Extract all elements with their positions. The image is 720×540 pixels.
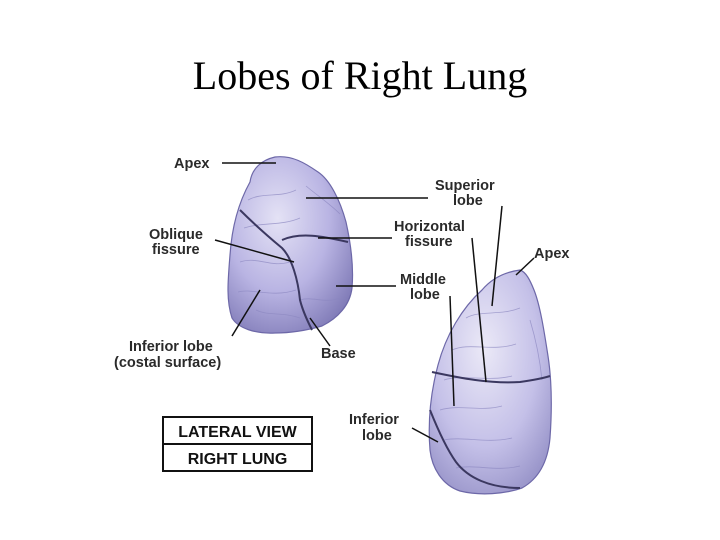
label-costal-surface: (costal surface) <box>114 355 221 371</box>
label-apex-right: Apex <box>534 246 569 262</box>
view-box-lateral-view: LATERAL VIEW <box>178 424 297 441</box>
label-superior: Superior <box>435 178 495 194</box>
label-apex-left: Apex <box>174 156 209 172</box>
label-oblique: Oblique <box>149 227 203 243</box>
slide-title: Lobes of Right Lung <box>192 53 528 98</box>
label-inferior-right-lobe: lobe <box>362 428 392 444</box>
horizontal-fissure-line <box>281 234 349 243</box>
medial-oblique-fissure <box>429 409 521 489</box>
view-box: LATERAL VIEW RIGHT LUNG <box>162 416 313 472</box>
label-inferior-right: Inferior <box>349 412 399 428</box>
label-middle: Middle <box>400 272 446 288</box>
view-box-right-lung: RIGHT LUNG <box>188 451 288 468</box>
lung-left-shape <box>227 156 354 334</box>
label-middle-lobe: lobe <box>410 287 440 303</box>
label-horizontal: Horizontal <box>394 219 465 235</box>
label-superior-lobe: lobe <box>453 193 483 209</box>
oblique-fissure-line <box>239 209 313 331</box>
lung-lateral-view <box>227 156 354 334</box>
lung-medial-view <box>428 269 552 495</box>
label-oblique-fissure: fissure <box>152 242 200 258</box>
label-horizontal-fissure: fissure <box>405 234 453 250</box>
medial-horizontal-fissure <box>431 371 551 384</box>
leader-lines <box>214 162 535 443</box>
label-base: Base <box>321 346 356 362</box>
label-inferior-lobe: Inferior lobe <box>129 339 213 355</box>
